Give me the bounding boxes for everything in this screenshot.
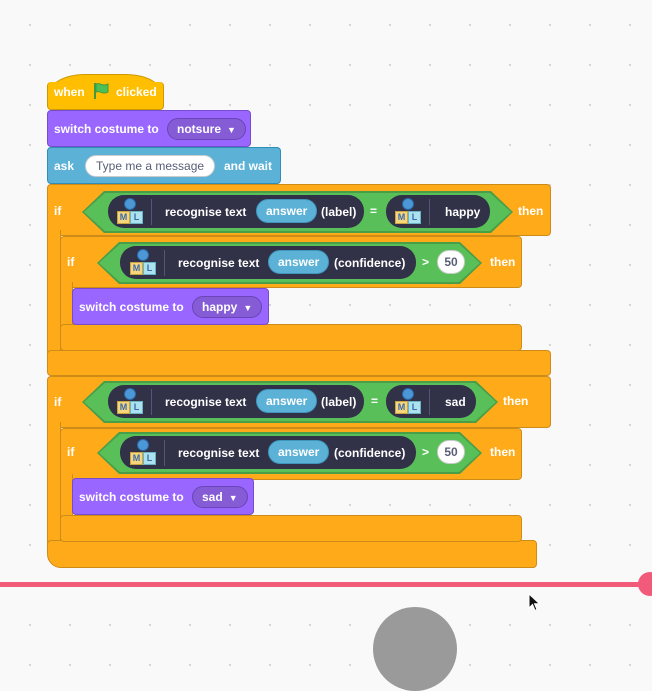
reporter-divider [429,199,430,225]
ml-m-letter: M [130,452,143,465]
threshold-value: 50 [444,255,458,269]
recognise-text-reporter[interactable] [108,385,364,418]
costume-dropdown-value: sad [202,490,223,504]
inner-if-2-label: if [67,445,75,459]
ml-label-happy: happy [445,205,481,219]
ml-l-letter: L [408,211,421,224]
greater-than-sign: > [422,255,430,269]
globe-icon [137,439,149,451]
if-block-1-arm [47,230,61,354]
ml-m-letter: M [395,211,408,224]
inner-if-2-then-label: then [490,445,516,459]
ml-l-letter: L [408,401,421,414]
recognise-text-label: recognise text [178,256,260,270]
globe-icon [137,249,149,261]
answer-reporter-label: answer [266,204,308,218]
answer-reporter[interactable]: answer [256,389,318,413]
play-button-circle[interactable] [373,607,457,691]
ask-message-value: Type me a message [96,159,205,173]
answer-reporter[interactable]: answer [268,440,330,464]
if-2-label: if [54,395,62,409]
if-2-then-label: then [503,394,529,408]
recognise-text-reporter[interactable] [108,195,364,228]
green-flag-icon [93,82,109,100]
label-property: (label) [321,395,357,409]
ml-label-sad: sad [445,395,466,409]
recognise-text-label: recognise text [165,205,247,219]
ask-label: ask [54,159,75,173]
inner-if-1-then-label: then [490,255,516,269]
costume-dropdown-value: happy [202,300,238,314]
ml-m-letter: M [130,262,143,275]
hat-clicked-label: clicked [116,85,157,99]
answer-reporter-label: answer [266,394,308,408]
reporter-divider [164,250,165,276]
chevron-down-icon: ▼ [243,303,253,313]
ask-message-input[interactable]: Type me a message [85,155,216,177]
switch-costume-label: switch costume to [79,490,184,504]
ml-m-letter: M [117,211,130,224]
threshold-value: 50 [444,445,458,459]
mouse-cursor-icon [528,592,542,613]
if-block-2-arm [47,422,61,546]
switch-costume-label: switch costume to [54,122,159,136]
reporter-divider [429,389,430,415]
video-progress-bar[interactable] [0,582,652,587]
answer-reporter-label: answer [278,255,320,269]
globe-icon [124,198,136,210]
costume-dropdown-value: notsure [177,122,222,136]
if-block-1-bottom [47,350,551,376]
answer-reporter[interactable]: answer [268,250,330,274]
recognise-text-label: recognise text [165,395,247,409]
ml-l-letter: L [130,211,143,224]
label-property: (label) [321,205,357,219]
video-scrubber-handle[interactable] [638,572,652,596]
inner-if-block-1-bottom [60,324,522,351]
ml-m-letter: M [395,401,408,414]
inner-if-1-label: if [67,255,75,269]
equals-sign: = [370,204,378,218]
if-1-label: if [54,204,62,218]
ml-l-letter: L [143,452,156,465]
costume-dropdown[interactable]: happy ▼ [192,296,263,318]
greater-than-sign: > [422,445,430,459]
ml-l-letter: L [130,401,143,414]
chevron-down-icon: ▼ [228,493,238,503]
hat-when-label: when [54,85,85,99]
globe-icon [124,388,136,400]
equals-sign: = [371,394,379,408]
ml-m-letter: M [117,401,130,414]
answer-reporter[interactable]: answer [256,199,318,223]
globe-icon [402,388,414,400]
inner-if-block-2-bottom [60,515,522,542]
if-block-2-bottom [47,540,537,568]
reporter-divider [151,389,152,415]
answer-reporter-label: answer [278,445,320,459]
globe-icon [402,198,414,210]
confidence-property: (confidence) [334,256,406,270]
if-1-then-label: then [518,204,544,218]
switch-costume-label: switch costume to [79,300,184,314]
confidence-threshold-input[interactable]: 50 [437,250,465,274]
chevron-down-icon: ▼ [227,125,236,135]
confidence-threshold-input[interactable]: 50 [437,440,465,464]
confidence-property: (confidence) [334,446,406,460]
reporter-divider [151,199,152,225]
costume-dropdown[interactable]: sad ▼ [192,486,248,508]
reporter-divider [164,440,165,466]
ml-l-letter: L [143,262,156,275]
costume-dropdown[interactable]: notsure ▼ [167,118,246,140]
ask-and-wait-label: and wait [224,159,273,173]
recognise-text-label: recognise text [178,446,260,460]
